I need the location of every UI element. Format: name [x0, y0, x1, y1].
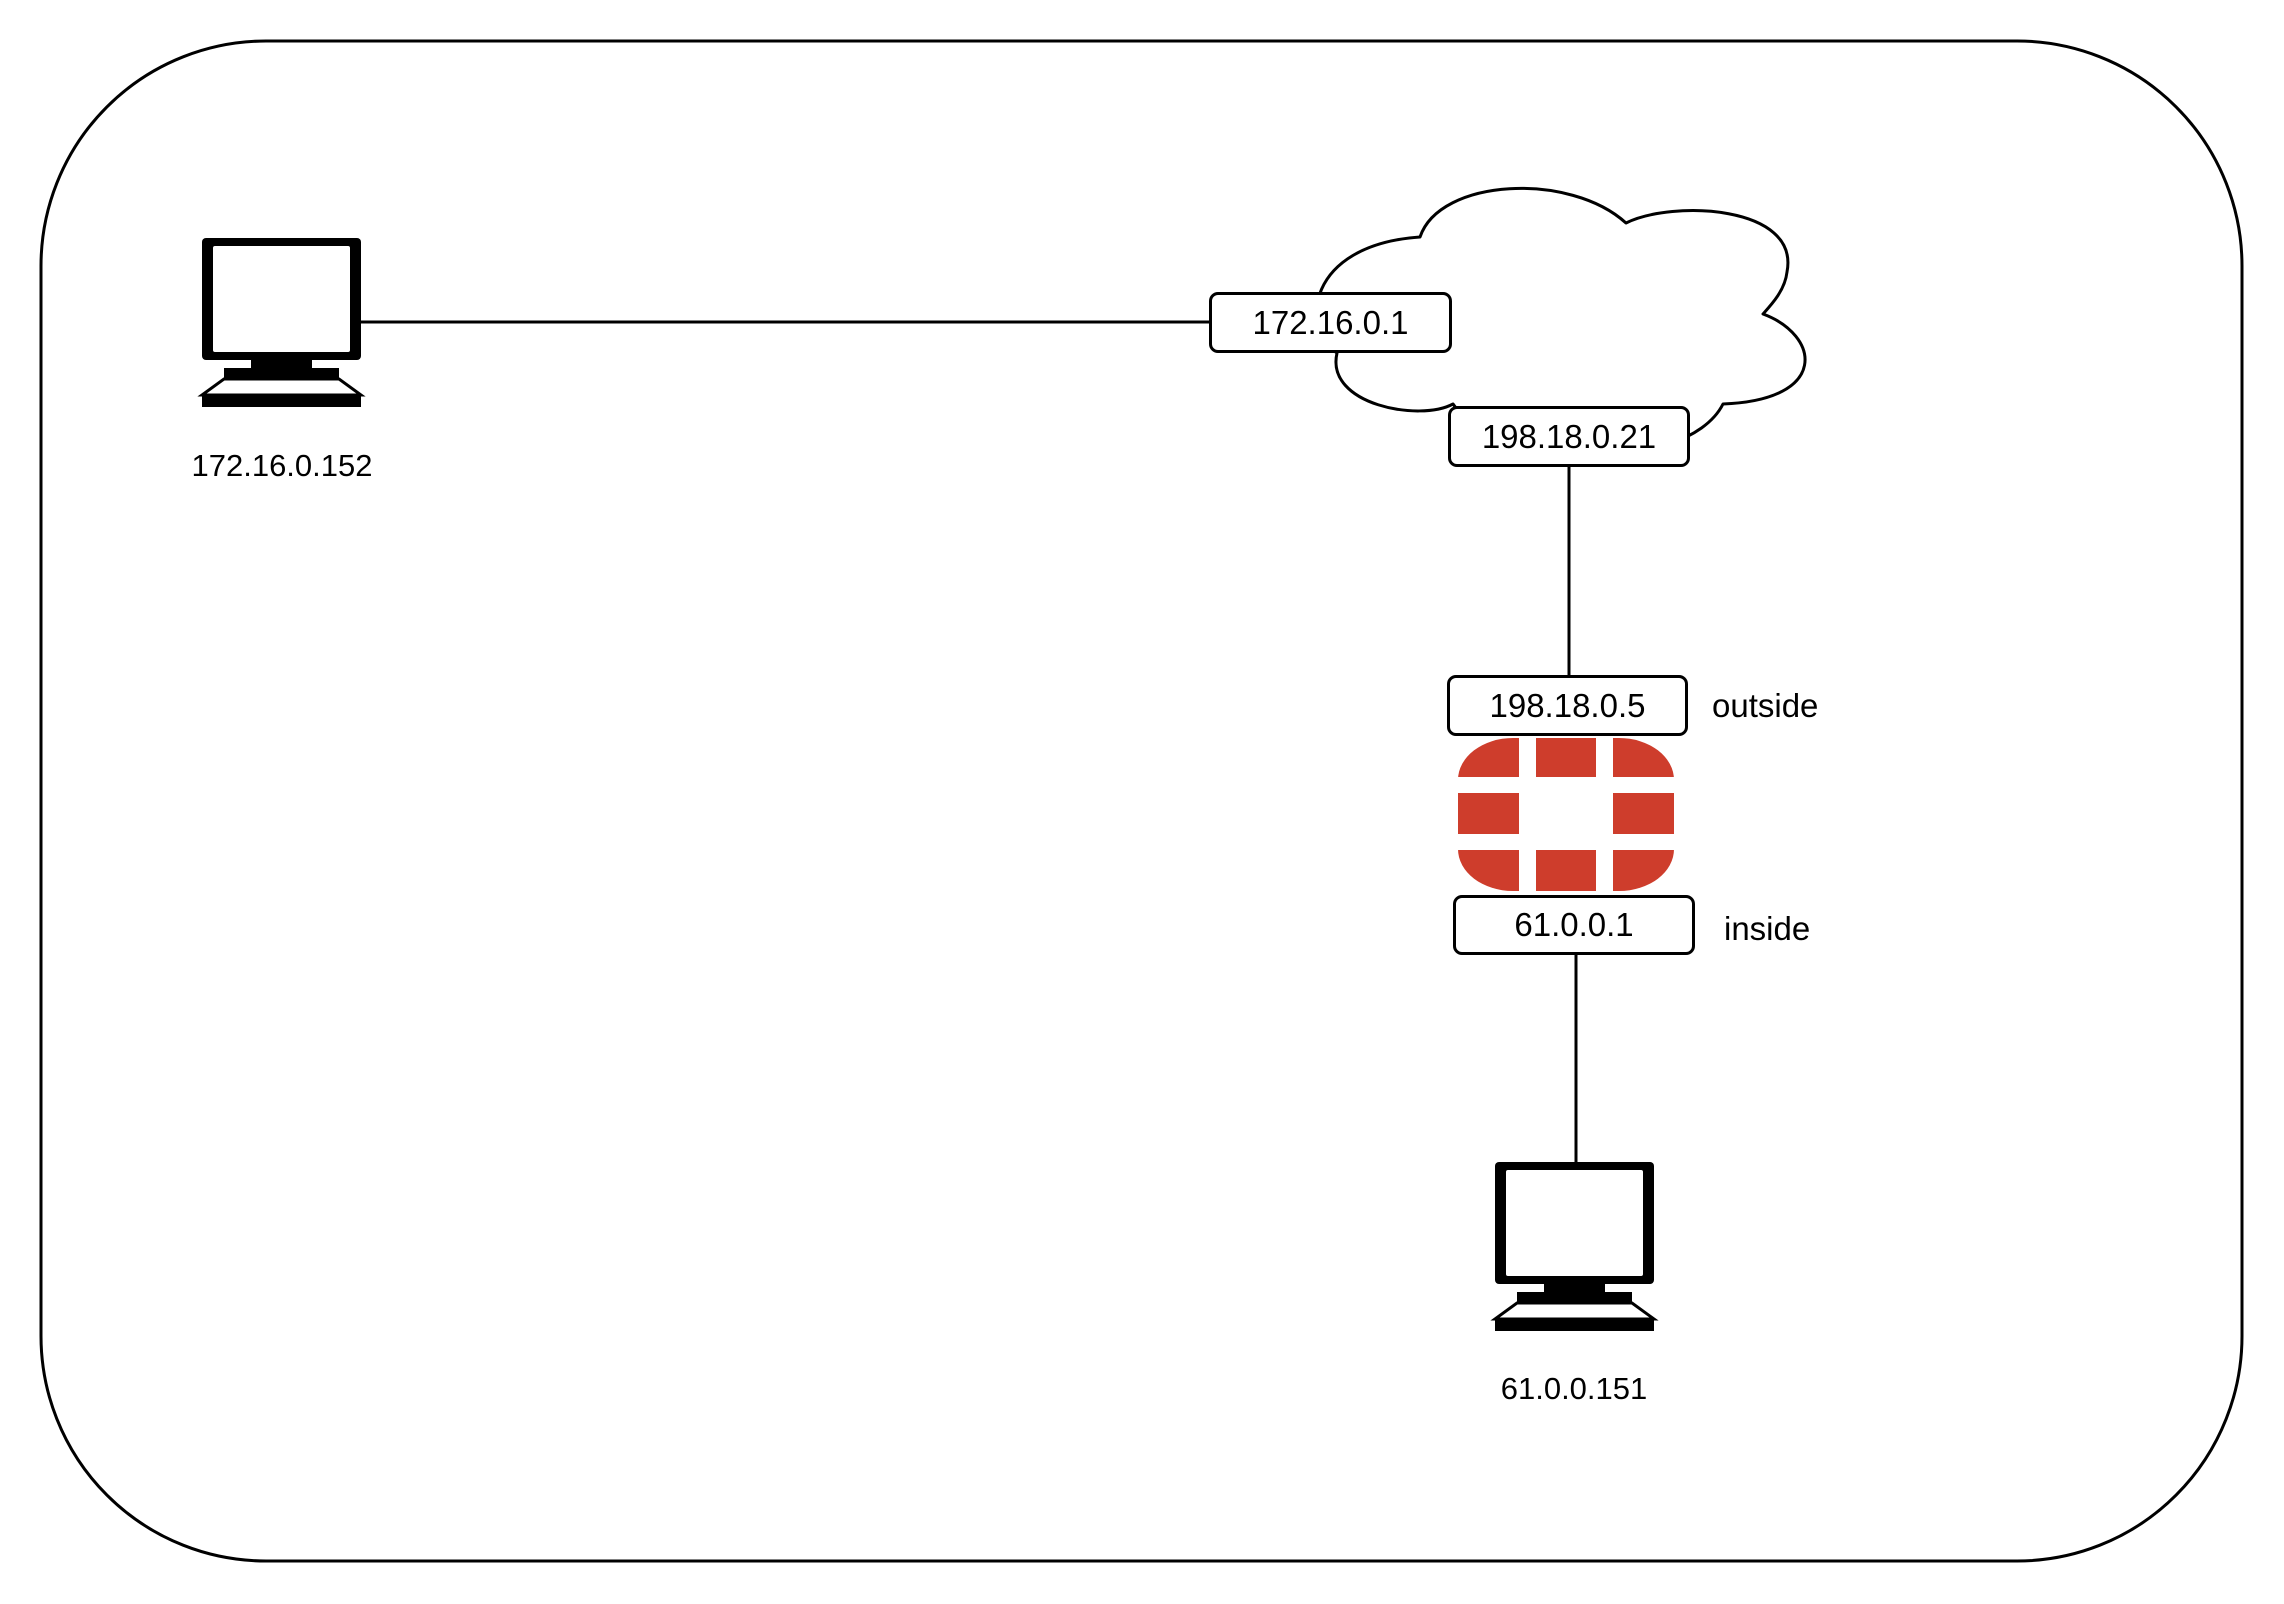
cloud-interface-198-18-0-21: 198.18.0.21 — [1448, 406, 1690, 467]
firewall-inside-interface: 61.0.0.1 — [1453, 895, 1695, 955]
zone-label-outside: outside — [1712, 687, 1819, 724]
firewall-outside-interface: 198.18.0.5 — [1447, 675, 1688, 736]
host-label-bottom: 61.0.0.151 — [1500, 1371, 1648, 1406]
cloud-icon — [1315, 186, 1807, 453]
zone-label-inside: inside — [1724, 910, 1811, 947]
fortinet-logo-icon — [1458, 738, 1674, 891]
diagram-frame — [39, 39, 2244, 1563]
computer-icon — [197, 238, 366, 407]
computer-icon — [1490, 1162, 1659, 1331]
cloud-interface-172-16-0-1: 172.16.0.1 — [1209, 292, 1452, 353]
host-label-left: 172.16.0.152 — [191, 448, 373, 483]
